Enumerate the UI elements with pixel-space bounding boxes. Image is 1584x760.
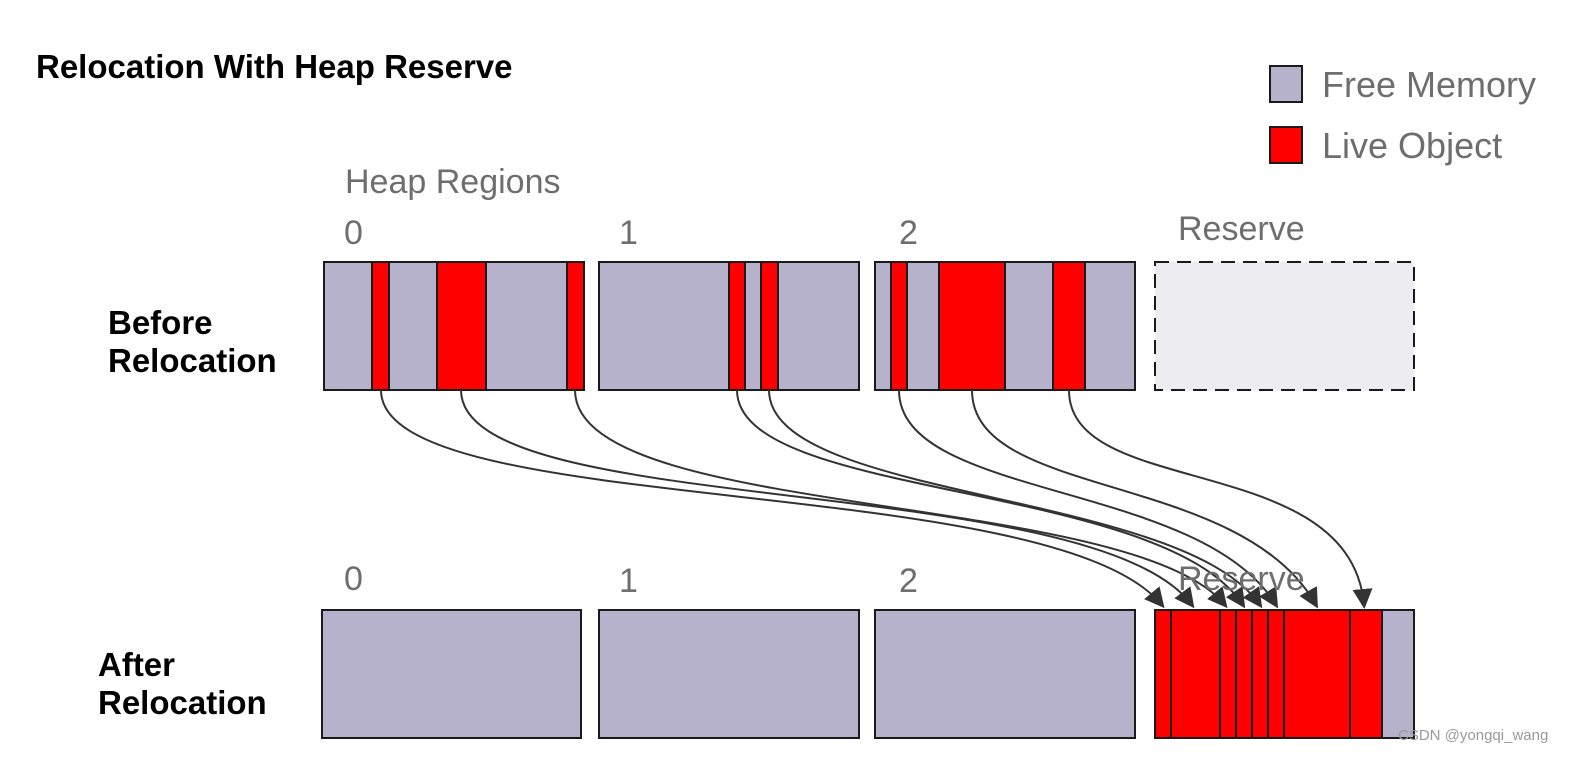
live-object [1251,609,1269,739]
watermark: CSDN @yongqi_wang [1398,727,1548,744]
region-number-1-before: 1 [619,214,638,252]
live-object [1349,609,1383,739]
live-object [1219,609,1237,739]
live-object [1235,609,1253,739]
live-object [436,261,487,391]
live-object [938,261,1006,391]
region-number-2-before: 2 [899,214,918,252]
legend-live-label: Live Object [1322,125,1502,166]
live-object [1283,609,1351,739]
region-1-before [598,261,860,391]
live-object [728,261,746,391]
relocation-arrow [736,389,1246,609]
heap-regions-label: Heap Regions [345,163,560,201]
after-relocation-label-line2: Relocation [98,684,267,721]
live-object [1154,609,1172,739]
legend-free-swatch [1269,65,1303,103]
legend-free-label: Free Memory [1322,64,1536,105]
region-2-before [874,261,1136,391]
live-object [760,261,779,391]
region-number-0-after: 0 [344,560,363,598]
legend-live-swatch [1269,126,1303,164]
before-relocation-label-line1: Before [108,304,213,341]
reserve-label-after: Reserve [1178,560,1305,598]
reserve-region-after [1154,609,1415,739]
live-object [1052,261,1086,391]
live-object [1267,609,1285,739]
reserve-region-before [1154,261,1415,391]
before-relocation-label-line2: Relocation [108,342,277,379]
region-0-before [323,261,585,391]
relocation-arrows [380,389,1373,609]
relocation-arrow [768,389,1263,609]
live-object [371,261,390,391]
relocation-arrow [898,389,1279,609]
after-relocation-label-line1: After [98,646,175,683]
reserve-label-before: Reserve [1178,210,1305,248]
region-number-1-after: 1 [619,562,638,600]
live-object [1170,609,1221,739]
region-0-after [321,609,582,739]
region-number-2-after: 2 [899,562,918,600]
live-object [890,261,908,391]
relocation-arrow [574,389,1228,609]
region-number-0-before: 0 [344,214,363,252]
relocation-arrow [460,389,1195,609]
live-object [566,261,585,391]
relocation-arrow [380,389,1165,609]
region-1-after [598,609,860,739]
relocation-arrow [971,389,1318,609]
diagram-title: Relocation With Heap Reserve [36,48,513,85]
relocation-arrow [1068,389,1373,609]
region-2-after [874,609,1136,739]
legend: Free Memory Live Object [1269,64,1536,166]
